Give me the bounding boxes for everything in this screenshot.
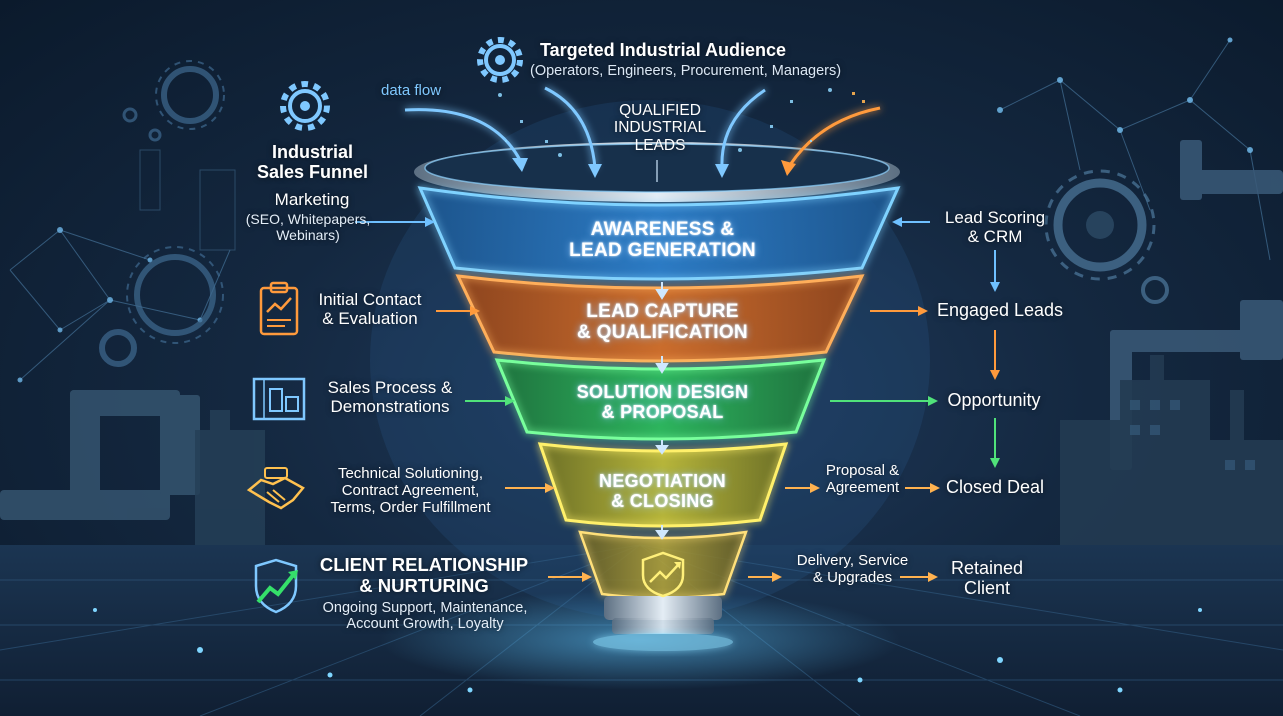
sales-process-label: Sales Process & Demonstrations xyxy=(327,378,453,417)
gear-icon xyxy=(477,37,523,83)
opportunity-label: Opportunity xyxy=(947,390,1041,410)
shield-growth-icon xyxy=(641,551,685,598)
stage-awareness: AWARENESS & LEAD GENERATION xyxy=(569,219,756,261)
stage-negotiation: NEGOTIATION & CLOSING xyxy=(599,471,726,511)
stage-solution-design: SOLUTION DESIGN & PROPOSAL xyxy=(576,382,749,422)
clipboard-chart-icon xyxy=(259,281,299,336)
lead-scoring-label: Lead Scoring & CRM xyxy=(944,208,1046,247)
marketing-label: Marketing xyxy=(274,190,350,209)
handshake-icon xyxy=(246,467,305,510)
blueprint-icon xyxy=(252,377,306,421)
closed-deal-label: Closed Deal xyxy=(945,477,1045,497)
qualified-leads-label: QUALIFIED INDUSTRIAL LEADS xyxy=(613,102,707,154)
shield-growth-icon xyxy=(254,558,298,614)
stage-lead-capture: LEAD CAPTURE & QUALIFICATION xyxy=(577,301,748,343)
client-relationship-sub: Ongoing Support, Maintenance, Account Gr… xyxy=(322,600,528,633)
client-relationship-label: CLIENT RELATIONSHIP & NURTURING xyxy=(319,554,529,596)
engaged-leads-label: Engaged Leads xyxy=(936,300,1064,320)
audience-subtitle: (Operators, Engineers, Procurement, Mana… xyxy=(530,63,842,79)
retained-client-label: Retained Client xyxy=(950,558,1024,599)
technical-label: Technical Solutioning, Contract Agreemen… xyxy=(330,465,491,516)
gear-icon xyxy=(280,81,330,131)
marketing-sub: (SEO, Whitepapers, Webinars) xyxy=(245,211,371,243)
funnel-title: Industrial Sales Funnel xyxy=(256,142,369,183)
proposal-agreement-label: Proposal & Agreement xyxy=(825,462,900,496)
initial-contact-label: Initial Contact & Evaluation xyxy=(318,290,422,329)
audience-title: Targeted Industrial Audience xyxy=(540,40,787,60)
delivery-label: Delivery, Service & Upgrades xyxy=(796,552,909,586)
data-flow-label: data flow xyxy=(381,82,442,99)
